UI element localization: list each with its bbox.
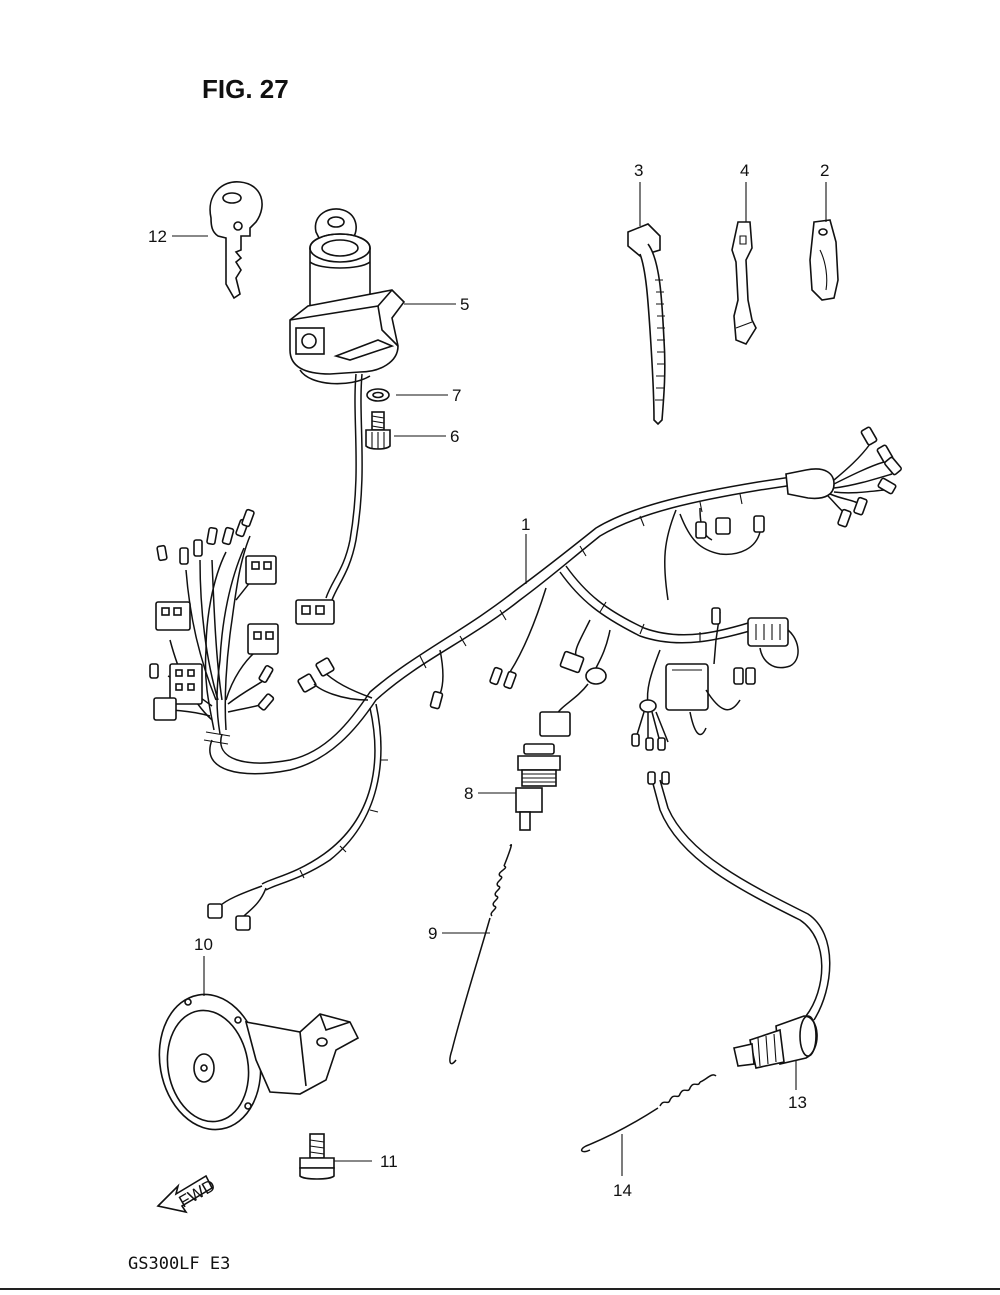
model-code: GS300LF E3	[128, 1254, 231, 1274]
screw-part	[365, 411, 391, 450]
callout-3: 3	[634, 161, 643, 180]
spring-part-14	[580, 1074, 717, 1153]
fwd-arrow-icon: FWD	[156, 1174, 219, 1214]
ignition-switch-part	[289, 208, 406, 625]
callout-labels: 12 5 7 6 3 4 2 1 8 9 10 11 13 14	[148, 161, 829, 1200]
cable-tie-part	[627, 223, 666, 426]
callout-6: 6	[450, 427, 459, 446]
callout-12: 12	[148, 227, 167, 246]
rear-brake-switch-part	[515, 743, 561, 831]
callout-13: 13	[788, 1093, 807, 1112]
callout-7: 7	[452, 386, 461, 405]
wiring-harness-part	[149, 426, 902, 1021]
callout-2: 2	[820, 161, 829, 180]
callout-8: 8	[464, 784, 473, 803]
callout-5: 5	[460, 295, 469, 314]
callout-4: 4	[740, 161, 749, 180]
washer-part	[366, 388, 390, 402]
spring-part-9	[449, 843, 513, 1065]
fig-title: FIG. 27	[202, 74, 289, 104]
callout-10: 10	[194, 935, 213, 954]
callout-14: 14	[613, 1181, 632, 1200]
callout-1: 1	[521, 515, 530, 534]
callout-9: 9	[428, 924, 437, 943]
bolt-part	[299, 1133, 335, 1180]
clamp-part-4	[731, 221, 757, 345]
horn-part	[158, 993, 360, 1131]
front-brake-switch-part	[733, 1015, 818, 1069]
clamp-part-2	[809, 219, 839, 301]
key-part	[209, 181, 263, 300]
bottom-rule	[0, 1288, 1000, 1290]
leader-lines	[172, 182, 827, 1176]
callout-11: 11	[380, 1152, 398, 1171]
